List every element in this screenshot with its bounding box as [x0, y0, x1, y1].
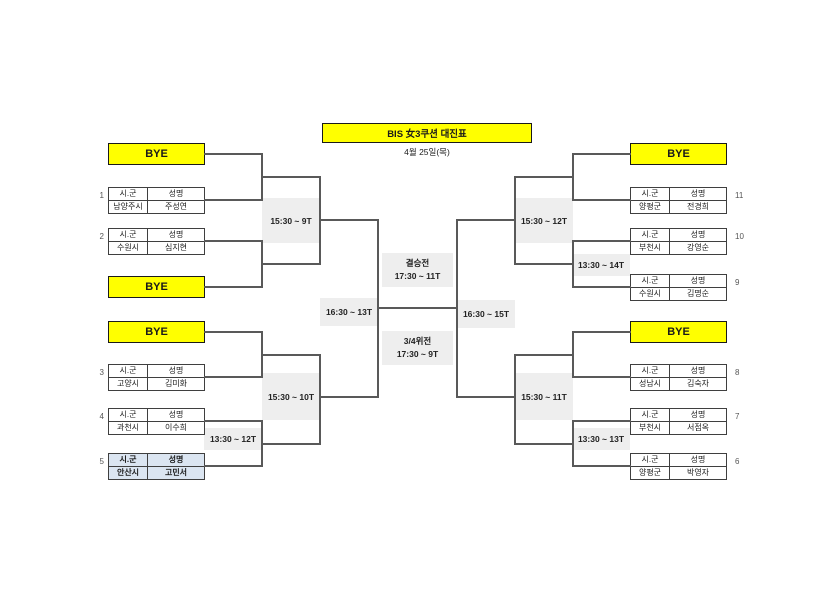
seed-number: 5: [99, 457, 104, 466]
player-name: 강영순: [669, 241, 727, 255]
seed-number: 6: [735, 457, 740, 466]
match-time-qf-right-bottom: 15:30 ~ 11T: [515, 373, 573, 420]
header-city: 시.군: [630, 453, 670, 467]
seed-number: 4: [99, 412, 104, 421]
player-name: 고민서: [147, 466, 205, 480]
player-name: 심지현: [147, 241, 205, 255]
header-name: 성명: [147, 408, 205, 422]
player-city: 수원시: [108, 241, 148, 255]
player-name: 김미화: [147, 377, 205, 391]
header-name: 성명: [147, 228, 205, 242]
player-city: 성남시: [630, 377, 670, 391]
seed-number: 2: [99, 232, 104, 241]
header-name: 성명: [669, 274, 727, 288]
bye-box-left-middle: BYE: [108, 276, 205, 298]
match-time-qf-left-bottom: 15:30 ~ 10T: [262, 373, 320, 420]
match-time-qf-right-top: 15:30 ~ 12T: [515, 198, 573, 243]
player-city: 남양주시: [108, 200, 148, 214]
player-name: 전경희: [669, 200, 727, 214]
final-title: 결승전: [405, 257, 430, 268]
player-city: 안산시: [108, 466, 148, 480]
match-time-round1-right-bottom: 13:30 ~ 13T: [572, 428, 630, 450]
player-city: 고양시: [108, 377, 148, 391]
bye-box-right-bottom: BYE: [630, 321, 727, 343]
player-name: 서점옥: [669, 421, 727, 435]
player-name: 김명순: [669, 287, 727, 301]
seed-number: 1: [99, 191, 104, 200]
header-name: 성명: [669, 408, 727, 422]
player-city: 과천시: [108, 421, 148, 435]
seed-number: 3: [99, 368, 104, 377]
header-city: 시.군: [630, 228, 670, 242]
header-name: 성명: [147, 364, 205, 378]
header-city: 시.군: [630, 187, 670, 201]
header-name: 성명: [147, 453, 205, 467]
final-match-label: 결승전 17:30 ~ 11T: [382, 253, 453, 287]
match-time-semifinal-right: 16:30 ~ 15T: [457, 300, 515, 328]
bye-box-left-bottom: BYE: [108, 321, 205, 343]
bye-box-left-top: BYE: [108, 143, 205, 165]
header-name: 성명: [147, 187, 205, 201]
bye-box-right-top: BYE: [630, 143, 727, 165]
player-name: 주성연: [147, 200, 205, 214]
player-name: 김숙자: [669, 377, 727, 391]
third-place-time: 17:30 ~ 9T: [396, 349, 439, 359]
player-city: 부천시: [630, 241, 670, 255]
seed-number: 11: [735, 191, 744, 200]
seed-number: 10: [735, 232, 744, 241]
final-time: 17:30 ~ 11T: [394, 271, 441, 281]
header-name: 성명: [669, 228, 727, 242]
seed-number: 8: [735, 368, 740, 377]
match-time-qf-left-top: 15:30 ~ 9T: [262, 198, 320, 243]
player-name: 박영자: [669, 466, 727, 480]
header-city: 시.군: [108, 187, 148, 201]
header-city: 시.군: [108, 228, 148, 242]
header-city: 시.군: [630, 364, 670, 378]
tournament-title: BIS 女3쿠션 대진표: [322, 123, 532, 143]
tournament-date: 4월 25일(목): [404, 147, 450, 157]
header-city: 시.군: [630, 274, 670, 288]
header-city: 시.군: [108, 364, 148, 378]
match-time-semifinal-left: 16:30 ~ 13T: [320, 298, 378, 326]
third-place-title: 3/4위전: [403, 335, 432, 346]
player-city: 양평군: [630, 466, 670, 480]
seed-number: 7: [735, 412, 740, 421]
third-place-match-label: 3/4위전 17:30 ~ 9T: [382, 331, 453, 365]
player-city: 양평군: [630, 200, 670, 214]
header-name: 성명: [669, 453, 727, 467]
header-city: 시.군: [108, 453, 148, 467]
match-time-round1-left: 13:30 ~ 12T: [204, 428, 262, 450]
seed-number: 9: [735, 278, 740, 287]
header-name: 성명: [669, 187, 727, 201]
match-time-round1-right-top: 13:30 ~ 14T: [572, 254, 630, 276]
header-name: 성명: [669, 364, 727, 378]
player-city: 수원시: [630, 287, 670, 301]
player-city: 부천시: [630, 421, 670, 435]
header-city: 시.군: [108, 408, 148, 422]
player-name: 이수희: [147, 421, 205, 435]
header-city: 시.군: [630, 408, 670, 422]
